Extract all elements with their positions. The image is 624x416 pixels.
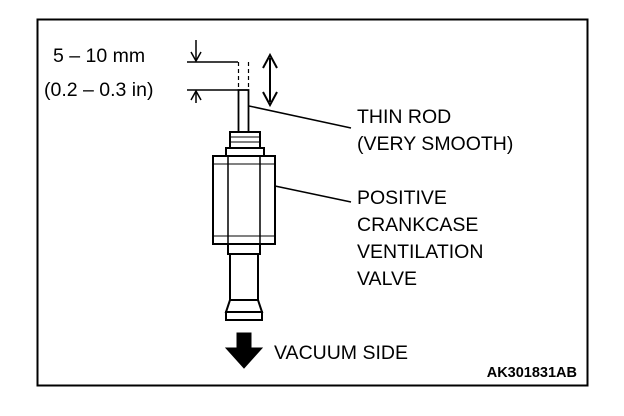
valve-label-line3: VENTILATION	[357, 241, 483, 263]
rod-leader-line	[248, 105, 352, 129]
valve-label-line1: POSITIVE	[357, 187, 447, 209]
thin-rod-label-line1: THIN ROD	[357, 106, 451, 128]
valve-leader-line	[274, 185, 352, 203]
dimension-callout: 5 – 10 mm (0.2 – 0.3 in)	[44, 40, 238, 103]
dimension-metric-text: 5 – 10 mm	[53, 45, 145, 67]
rod-movement-double-arrow-icon	[262, 52, 278, 108]
down-arrow-icon	[224, 332, 264, 369]
diagram-frame	[36, 18, 589, 387]
vacuum-side-label: VACUUM SIDE	[274, 342, 408, 364]
valve-label-line4: VALVE	[357, 268, 417, 290]
dimension-imperial-text: (0.2 – 0.3 in)	[44, 79, 153, 101]
pcv-valve-body	[212, 131, 276, 321]
valve-label-line2: CRANKCASE	[357, 214, 478, 236]
figure-code: AK301831AB	[487, 365, 577, 381]
thin-rod-label-line2: (VERY SMOOTH)	[357, 133, 513, 155]
